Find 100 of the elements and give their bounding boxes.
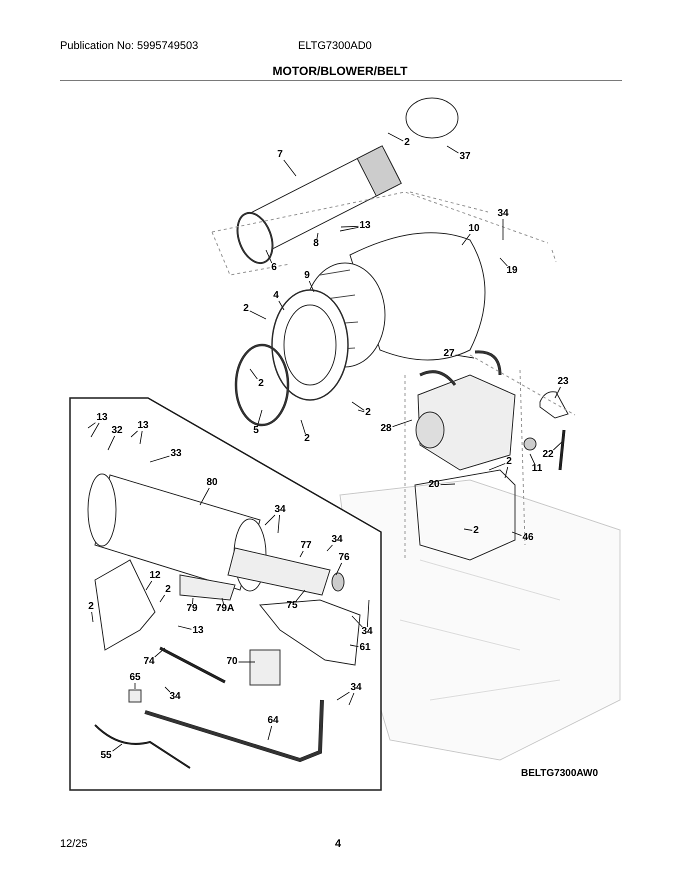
diagram-code: BELTG7300AW0 — [521, 767, 598, 781]
callout-number: 34 — [169, 692, 181, 702]
leader-line — [154, 648, 166, 658]
leader-line — [278, 300, 284, 310]
leader-line — [300, 420, 306, 434]
leader-line — [249, 310, 266, 320]
callout-number: 13 — [359, 221, 371, 231]
leader-line — [455, 354, 474, 358]
leader-line — [250, 368, 258, 380]
leader-line — [352, 402, 365, 411]
leader-line — [90, 422, 100, 438]
leader-line — [146, 580, 152, 590]
leader-line — [140, 430, 143, 444]
callout-number: 55 — [100, 751, 112, 761]
leader-line — [446, 146, 459, 154]
leader-line — [283, 160, 296, 176]
callout-number: 32 — [111, 426, 123, 436]
leader-line — [130, 430, 138, 438]
callout-number: 65 — [129, 673, 141, 683]
leader-line — [316, 232, 318, 240]
leader-line — [150, 456, 170, 462]
callout-number: 20 — [428, 480, 440, 490]
callout-number: 2 — [243, 304, 249, 314]
leader-line — [164, 686, 170, 692]
leader-line — [268, 726, 272, 740]
leader-line — [366, 600, 370, 628]
leader-line — [358, 410, 365, 412]
callout-number: 2 — [404, 138, 410, 148]
leader-line — [440, 484, 456, 486]
leader-line — [178, 626, 192, 630]
leader-line — [512, 532, 522, 536]
leader-line — [266, 250, 272, 264]
publication-number: Publication No: 5995749503 — [60, 39, 198, 54]
leader-line — [108, 436, 116, 450]
callout-number: 2 — [506, 457, 512, 467]
leader-line — [222, 598, 224, 604]
callout-number: 28 — [380, 424, 392, 434]
callout-number: 2 — [304, 434, 310, 444]
callout-number: 10 — [468, 224, 480, 234]
callout-number: 2 — [473, 526, 479, 536]
callout-number: 79 — [186, 604, 198, 614]
leader-line — [462, 234, 471, 246]
callout-number: 13 — [192, 626, 204, 636]
callout-number: 2 — [365, 408, 371, 418]
date-label: 12/25 — [60, 837, 88, 852]
callout-number: 34 — [361, 627, 373, 637]
callout-number: 8 — [313, 239, 319, 249]
leader-line — [91, 612, 94, 622]
leader-line — [112, 744, 122, 752]
leader-line — [308, 280, 314, 292]
callout-number: 34 — [350, 683, 362, 693]
callout-number: 61 — [359, 643, 371, 653]
callout-number: 5 — [253, 426, 259, 436]
leader-line — [530, 454, 536, 464]
model-number: ELTG7300AD0 — [298, 39, 372, 54]
leader-line — [88, 422, 96, 428]
leader-line — [192, 598, 194, 604]
leader-line — [340, 226, 359, 228]
leader-line — [340, 226, 359, 232]
callout-number: 76 — [338, 553, 350, 563]
callout-number: 13 — [96, 413, 108, 423]
leader-line — [350, 644, 359, 648]
leader-line — [554, 386, 561, 398]
page-number: 4 — [335, 837, 342, 852]
leader-line — [300, 550, 304, 558]
page-title: MOTOR/BLOWER/BELT — [272, 63, 408, 80]
callout-number: 12 — [149, 571, 161, 581]
callout-number: 9 — [304, 271, 310, 281]
callout-number: 70 — [226, 657, 238, 667]
leader-line — [464, 528, 473, 531]
leader-line — [388, 132, 404, 142]
leader-line — [134, 682, 136, 690]
leader-line — [552, 440, 564, 450]
leader-line — [500, 258, 508, 266]
leader-line — [504, 466, 508, 478]
callout-number: 2 — [165, 585, 171, 595]
callout-number: 79A — [216, 604, 234, 614]
leader-line — [502, 218, 504, 240]
leader-line — [336, 562, 342, 576]
leader-line — [160, 594, 166, 602]
leader-line — [336, 692, 350, 700]
callout-number: 37 — [459, 152, 471, 162]
callout-number: 34 — [497, 209, 509, 219]
leader-line — [488, 463, 506, 470]
callout-number: 80 — [206, 478, 218, 488]
callout-number: 19 — [506, 266, 518, 276]
callout-number: 74 — [143, 657, 155, 667]
callout-number: 27 — [443, 349, 455, 359]
leader-line — [264, 514, 276, 526]
callout-number: 64 — [267, 716, 279, 726]
leader-line — [278, 514, 280, 534]
callout-number: 2 — [258, 379, 264, 389]
callout-number: 22 — [542, 450, 554, 460]
callout-number: 34 — [331, 535, 343, 545]
leader-line — [348, 692, 354, 706]
callout-number: 75 — [286, 601, 298, 611]
callout-number: 7 — [277, 150, 283, 160]
leader-line — [200, 488, 210, 506]
leader-line — [392, 420, 412, 428]
callout-number: 23 — [557, 377, 569, 387]
